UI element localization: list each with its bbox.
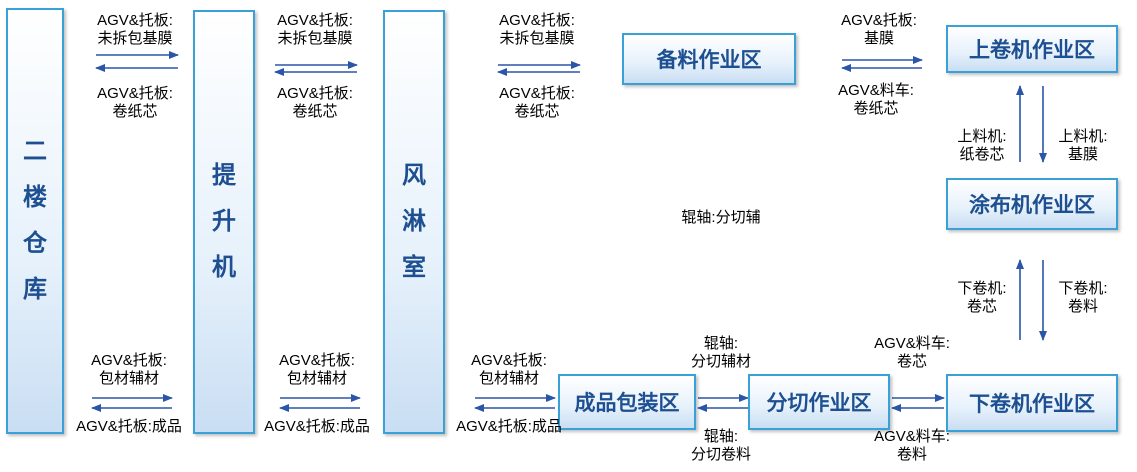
label-center-roller: 辊轴:分切辅 — [681, 209, 761, 226]
label-line: 包材辅材 — [98, 370, 159, 387]
upper-winder-box: 上卷机作业区 — [946, 25, 1118, 73]
label-line: AGV&托板: — [97, 12, 173, 29]
label-prep-upper-top: AGV&托板: 基膜 — [826, 12, 932, 48]
label-line: 下卷机: — [1058, 280, 1108, 297]
warehouse-char: 二 — [23, 138, 47, 165]
coater-box: 涂布机作业区 — [946, 178, 1118, 230]
label-warehouse-lift-mid: AGV&托板: 卷纸芯 — [82, 85, 188, 121]
label-line: 未拆包基膜 — [277, 30, 353, 47]
label-line: 卷芯 — [966, 298, 997, 315]
lift-char: 机 — [212, 254, 236, 281]
label-line: 卷纸芯 — [292, 103, 338, 120]
label-line: 基膜 — [863, 30, 894, 47]
label-warehouse-lift-bottom-top: AGV&托板: 包材辅材 — [76, 352, 182, 388]
label-cart-core: AGV&料车: 卷芯 — [862, 335, 962, 371]
label-lift-shower-mid: AGV&托板: 卷纸芯 — [262, 85, 368, 121]
label-line: 卷纸芯 — [112, 103, 158, 120]
label-line: 辊轴: — [703, 335, 739, 352]
label-line: 包材辅材 — [286, 370, 347, 387]
label-line: AGV&托板: — [277, 12, 353, 29]
label-line: AGV&托板: — [499, 85, 575, 102]
label-line: 分切辅材 — [690, 353, 751, 370]
label-line: AGV&托板: — [471, 352, 547, 369]
label-line: 纸卷芯 — [959, 146, 1005, 163]
warehouse-char: 仓 — [23, 230, 47, 257]
label-line: AGV&料车: — [874, 335, 950, 352]
label-unwinder-right: 下卷机: 卷料 — [1050, 280, 1116, 316]
label-shower-packing-top: AGV&托板: 包材辅材 — [456, 352, 562, 388]
label-shower-packing-bottom: AGV&托板:成品 — [456, 418, 562, 435]
label-line: 基膜 — [1067, 146, 1098, 163]
label-line: 包材辅材 — [478, 370, 539, 387]
lift-char: 升 — [212, 208, 236, 235]
label-line: 卷纸芯 — [853, 100, 899, 117]
label-line: 未拆包基膜 — [499, 30, 575, 47]
label-prep-upper-mid: AGV&料车: 卷纸芯 — [820, 82, 932, 118]
shower-room-box: 风 淋 室 — [383, 10, 445, 434]
label-unwinder-left: 下卷机: 卷芯 — [950, 280, 1014, 316]
warehouse-box: 二 楼 仓 库 — [6, 8, 64, 434]
label-loader-right: 上料机: 基膜 — [1050, 128, 1116, 164]
label-line: AGV&托板: — [277, 85, 353, 102]
lower-winder-box: 下卷机作业区 — [946, 374, 1118, 432]
label-lift-shower-bottom-top: AGV&托板: 包材辅材 — [264, 352, 370, 388]
shower-char: 淋 — [402, 208, 426, 235]
label-line: 上料机: — [1058, 128, 1108, 145]
slitting-box: 分切作业区 — [748, 374, 890, 430]
label-shower-prep-top: AGV&托板: 未拆包基膜 — [484, 12, 590, 48]
label-line: 卷纸芯 — [514, 103, 560, 120]
prep-area-box: 备料作业区 — [622, 33, 796, 85]
label-line: AGV&料车: — [874, 428, 950, 445]
lift-char: 提 — [212, 162, 236, 189]
label-shower-prep-mid: AGV&托板: 卷纸芯 — [484, 85, 590, 121]
label-cart-roll: AGV&料车: 卷料 — [862, 428, 962, 464]
label-line: 未拆包基膜 — [97, 30, 173, 47]
label-roller-aux: 辊轴: 分切辅材 — [676, 335, 766, 371]
label-line: AGV&料车: — [838, 82, 914, 99]
label-lift-shower-bottom: AGV&托板:成品 — [264, 418, 370, 435]
warehouse-char: 楼 — [23, 184, 47, 211]
label-line: 上料机: — [957, 128, 1007, 145]
label-line: AGV&托板: — [279, 352, 355, 369]
shower-char: 风 — [402, 162, 426, 189]
label-roller-slit: 辊轴: 分切卷料 — [676, 428, 766, 464]
label-line: AGV&托板: — [91, 352, 167, 369]
label-line: AGV&托板: — [97, 85, 173, 102]
lift-box: 提 升 机 — [193, 10, 255, 434]
label-line: 分切卷料 — [690, 446, 751, 463]
shower-char: 室 — [402, 254, 426, 281]
label-line: AGV&托板: — [499, 12, 575, 29]
label-line: 下卷机: — [957, 280, 1007, 297]
label-warehouse-lift-bottom: AGV&托板:成品 — [76, 418, 182, 435]
warehouse-char: 库 — [23, 276, 47, 303]
label-line: 卷料 — [896, 446, 927, 463]
label-line: 卷芯 — [896, 353, 927, 370]
label-warehouse-lift-top: AGV&托板: 未拆包基膜 — [82, 12, 188, 48]
label-lift-shower-top: AGV&托板: 未拆包基膜 — [262, 12, 368, 48]
label-loader-left: 上料机: 纸卷芯 — [950, 128, 1014, 164]
packing-box: 成品包装区 — [558, 374, 696, 430]
label-line: AGV&托板: — [841, 12, 917, 29]
label-line: 卷料 — [1067, 298, 1098, 315]
label-line: 辊轴: — [703, 428, 739, 445]
